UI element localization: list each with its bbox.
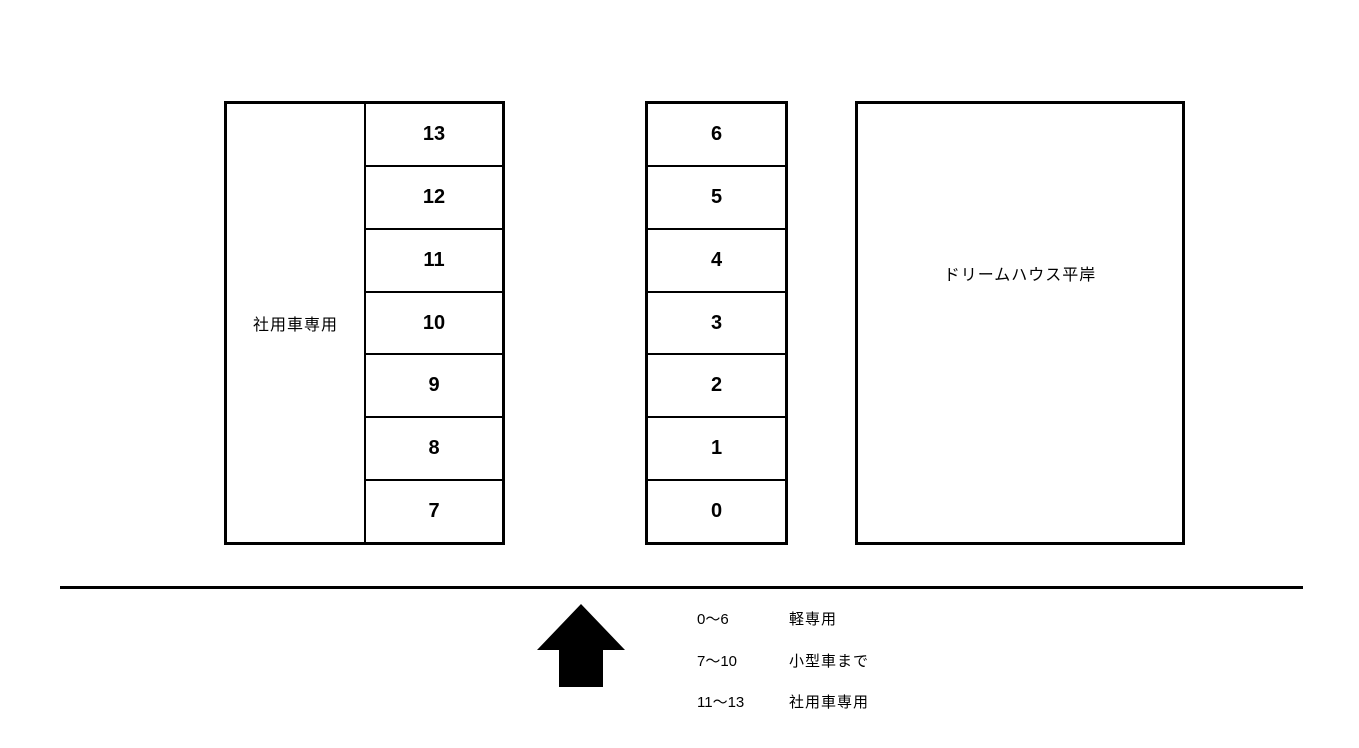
space-10: 10 — [366, 293, 502, 356]
legend-label-small-car: 小型車まで — [789, 653, 870, 670]
legend-label-company-car: 社用車専用 — [789, 694, 870, 711]
entrance-arrow-up-icon — [537, 604, 625, 687]
spaces-column-middle: 6 5 4 3 2 1 0 — [645, 101, 788, 545]
legend-row-kei: 0〜6 軽専用 — [697, 611, 837, 629]
road-line — [60, 586, 1303, 589]
space-3: 3 — [648, 293, 785, 356]
company-car-label: 社用車専用 — [227, 104, 366, 542]
legend-range-kei: 0〜6 — [697, 611, 729, 628]
spaces-column-left: 13 12 11 10 9 8 7 — [366, 104, 502, 542]
space-0: 0 — [710, 500, 723, 523]
space-2: 2 — [648, 355, 785, 419]
space-6: 6 — [648, 104, 785, 167]
legend-row-company-car: 11〜13 社用車専用 — [697, 694, 869, 712]
space-11: 11 — [366, 230, 502, 293]
space-9: 9 — [366, 355, 502, 419]
space-8: 8 — [366, 418, 502, 482]
space-7: 7 — [428, 500, 440, 523]
legend-label-kei: 軽専用 — [789, 611, 838, 628]
space-1: 1 — [648, 418, 785, 482]
legend-range-company-car: 11〜13 — [697, 694, 745, 711]
space-12: 12 — [366, 167, 502, 230]
space-13: 13 — [366, 104, 502, 167]
company-car-block: 社用車専用 13 12 11 10 9 8 7 — [224, 101, 505, 545]
building-label: ドリームハウス平岸 — [943, 267, 1097, 284]
space-5: 5 — [648, 167, 785, 230]
legend-range-small-car: 7〜10 — [697, 653, 738, 670]
space-4: 4 — [648, 230, 785, 293]
building-block: ドリームハウス平岸 — [855, 101, 1185, 545]
legend-row-small-car: 7〜10 小型車まで — [697, 653, 869, 671]
